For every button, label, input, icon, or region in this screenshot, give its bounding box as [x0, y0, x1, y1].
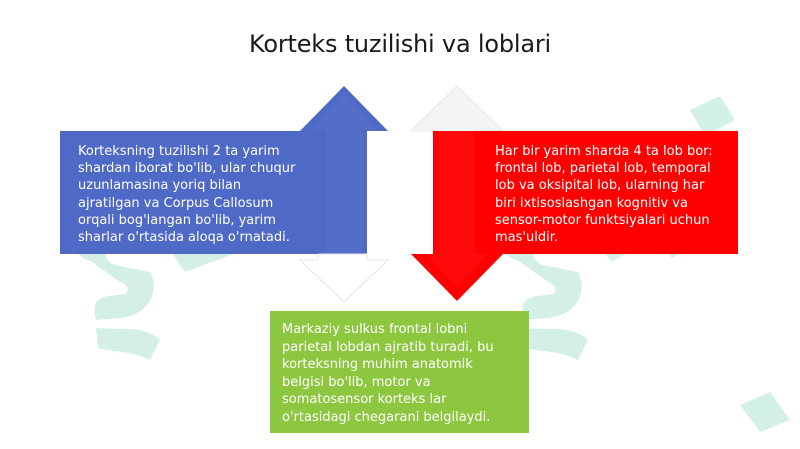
down-arrow	[298, 253, 390, 303]
text-box-bottom: Markaziy sulkus frontal lobni parietal l…	[270, 311, 529, 433]
text-box-left: Korteksning tuzilishi 2 ta yarim shardan…	[60, 131, 318, 254]
up-arrow	[300, 86, 388, 254]
page-title: Korteks tuzilishi va loblari	[249, 30, 551, 58]
down-arrow	[411, 131, 503, 301]
text-box-left-text: Korteksning tuzilishi 2 ta yarim shardan…	[78, 144, 296, 246]
text-box-right: Har bir yarim sharda 4 ta lob bor: front…	[481, 131, 738, 254]
text-box-right-text: Har bir yarim sharda 4 ta lob bor: front…	[495, 144, 713, 246]
text-box-bottom-text: Markaziy sulkus frontal lobni parietal l…	[282, 322, 494, 425]
